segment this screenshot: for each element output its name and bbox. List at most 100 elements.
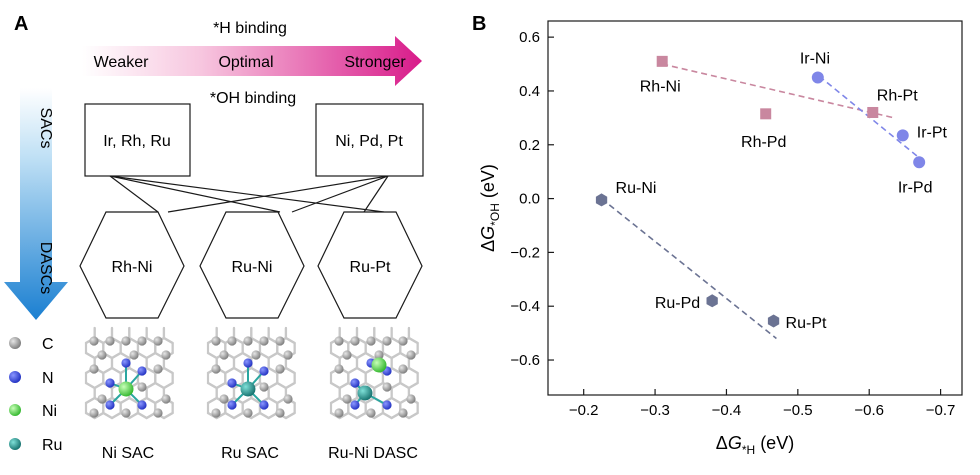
carbon-atom xyxy=(406,394,416,404)
sac-box-right xyxy=(315,103,424,177)
bond xyxy=(364,396,376,405)
carbon-atom xyxy=(275,364,285,374)
plot-frame xyxy=(547,20,963,396)
bond xyxy=(284,366,296,375)
bond xyxy=(119,351,131,360)
carbon-atom xyxy=(342,394,352,404)
bond xyxy=(145,381,157,390)
bond xyxy=(241,396,253,405)
bond xyxy=(206,381,218,390)
carbon-atom xyxy=(97,394,107,404)
bond xyxy=(329,396,341,405)
bond xyxy=(145,396,157,405)
x-tick-label: −0.3 xyxy=(640,402,670,419)
carbon-atom xyxy=(398,408,408,418)
carbon-atom xyxy=(243,408,253,418)
bond xyxy=(329,381,341,390)
bond xyxy=(250,336,262,345)
nickel-atom xyxy=(118,381,134,397)
bond xyxy=(241,366,253,375)
bond xyxy=(267,396,279,405)
carbon-atom xyxy=(153,336,163,346)
point-ir-ni xyxy=(811,71,824,84)
point-label-rh-ni: Rh-Ni xyxy=(640,78,681,95)
legend-label-n: N xyxy=(42,370,54,387)
bond xyxy=(232,411,244,420)
carbon-atom xyxy=(334,336,344,346)
carbon-atom xyxy=(227,336,237,346)
ruthenium-atom xyxy=(240,381,256,397)
x-tick-label: −0.7 xyxy=(926,402,956,419)
oh-binding-label: *OH binding xyxy=(210,90,296,107)
bond xyxy=(373,381,385,390)
bond xyxy=(102,411,114,420)
point-ir-pd xyxy=(913,156,926,169)
bond xyxy=(162,411,174,420)
carbon-atom xyxy=(211,364,221,374)
hexagon-ru-pt xyxy=(317,211,423,319)
point-label-ru-pd: Ru-Pd xyxy=(655,295,700,312)
trendlines xyxy=(601,63,927,340)
atomic-structures xyxy=(80,326,421,423)
x-tick-label: −0.2 xyxy=(569,402,599,419)
bond xyxy=(206,351,218,360)
bond xyxy=(390,366,402,375)
y-axis-ticks: 0.60.40.20.0−0.2−0.4−0.6 xyxy=(510,29,554,369)
point-label-ru-pt: Ru-Pt xyxy=(786,315,827,332)
legend-swatch-ru xyxy=(9,438,21,450)
trendline-series-2 xyxy=(601,197,777,340)
structure-label-ru-sac: Ru SAC xyxy=(221,445,279,462)
y-tick-label: 0.2 xyxy=(519,137,540,154)
bond xyxy=(93,381,105,390)
carbon-atom xyxy=(219,394,229,404)
nitrogen-atom xyxy=(121,358,131,368)
bond xyxy=(232,351,244,360)
point-rh-pd xyxy=(760,108,772,120)
carbon-atom xyxy=(89,336,99,346)
legend-label-ru: Ru xyxy=(42,437,62,454)
point-labels: Rh-NiRh-PdRh-PtIr-NiIr-PtIr-PdRu-NiRu-Pd… xyxy=(616,51,948,333)
panel-b-label: B xyxy=(472,13,486,35)
carbon-atom xyxy=(366,336,376,346)
point-ru-pd xyxy=(706,294,718,308)
point-label-rh-pt: Rh-Pt xyxy=(877,87,918,104)
vertical-label-sacs: SACs xyxy=(37,108,54,149)
bond xyxy=(224,411,236,420)
binding-strength-arrow xyxy=(82,36,422,86)
carbon-atom xyxy=(129,350,139,360)
carbon-atom xyxy=(153,364,163,374)
carbon-atom xyxy=(211,408,221,418)
carbon-atom xyxy=(283,350,293,360)
bond xyxy=(110,351,122,360)
bond xyxy=(93,411,105,420)
bond xyxy=(119,366,131,375)
nitrogen-atom xyxy=(227,378,237,388)
bond xyxy=(407,381,419,390)
sac-to-dasc-arrow xyxy=(4,88,68,320)
legend-label-ni: Ni xyxy=(42,403,57,420)
carbon-atom xyxy=(342,350,352,360)
bond xyxy=(110,366,122,375)
carbon-atom xyxy=(89,408,99,418)
bond xyxy=(145,366,157,375)
bond xyxy=(390,381,402,390)
bond xyxy=(154,381,166,390)
bond xyxy=(162,381,174,390)
nitrogen-atom xyxy=(350,378,360,388)
carbon-atom xyxy=(137,382,147,392)
carbon-atom xyxy=(105,336,115,346)
nitrogen-atom xyxy=(382,400,392,410)
nitrogen-atom xyxy=(259,400,269,410)
bond xyxy=(162,336,174,345)
bond xyxy=(250,411,262,420)
bond xyxy=(284,336,296,345)
vertical-label-dascs: DASCs xyxy=(37,242,54,294)
bond xyxy=(276,381,288,390)
x-tick-label: −0.4 xyxy=(712,402,742,419)
carbon-atom xyxy=(406,350,416,360)
bond xyxy=(407,411,419,420)
bond xyxy=(364,351,376,360)
bond xyxy=(267,351,279,360)
structure-ni-sac xyxy=(80,326,176,423)
